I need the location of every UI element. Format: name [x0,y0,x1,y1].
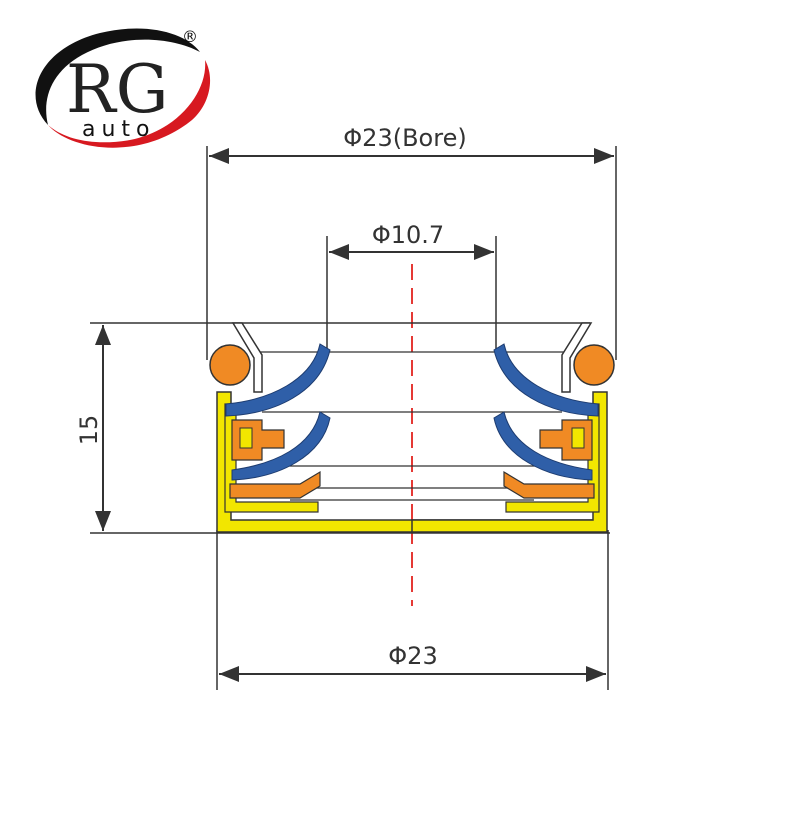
rg-auto-logo: RG auto ® [35,27,211,148]
logo-swoosh-black [35,28,201,125]
outer-dimension: Φ23 [216,530,609,690]
seal-section-left [209,322,601,533]
bore-label: Φ23(Bore) [343,124,466,152]
secondary-lip [493,411,593,481]
seal-section-right [411,322,615,533]
logo-letters: RG [66,51,168,128]
outer-label: Φ23 [388,642,437,670]
height-label: 15 [75,415,103,446]
retainer-ring-lower [229,470,321,499]
section-inner-lines [260,351,565,501]
inner-label: Φ10.7 [372,221,444,249]
retainer-insert [571,427,585,449]
retainer-ring-lower [503,470,595,499]
logo-swoosh-red [48,60,211,148]
retainer-insert [239,427,253,449]
height-dimension: 15 [75,322,610,534]
secondary-lip [231,411,331,481]
metal-case [411,391,608,533]
o-ring [209,344,251,386]
primary-lip [225,343,331,417]
metal-case-inner-wall [231,322,263,393]
registered-mark: ® [182,27,198,46]
bore-dimension: Φ23(Bore) [206,124,617,360]
inner-dimension: Φ10.7 [326,221,497,352]
metal-case-inner-wall [561,322,593,393]
o-ring [573,344,615,386]
primary-lip [493,343,599,417]
logo-subtext: auto [82,117,156,142]
